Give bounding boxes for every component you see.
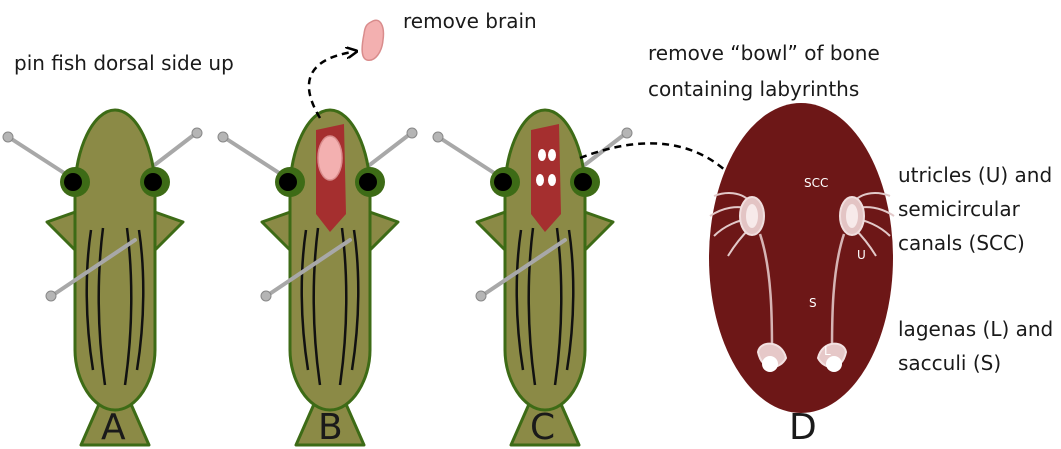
panel-label-a: A — [101, 408, 126, 448]
caption-utricles-line1: utricles (U) and — [898, 162, 1052, 188]
caption-remove-brain: remove brain — [403, 8, 537, 34]
arrow-to-bowl — [580, 143, 742, 188]
caption-pin: pin fish dorsal side up — [14, 50, 234, 76]
caption-lagenas-line1: lagenas (L) and — [898, 316, 1053, 342]
label-s: S — [809, 296, 817, 310]
caption-bowl-line1: remove “bowl” of bone — [648, 40, 880, 66]
panel-label-c: C — [530, 408, 555, 448]
label-u: U — [857, 248, 866, 262]
caption-bowl-line2: containing labyrinths — [648, 76, 859, 102]
caption-utricles-line3: canals (SCC) — [898, 230, 1025, 256]
opened-skull-c — [531, 124, 561, 232]
arrow-to-brain — [309, 52, 352, 118]
fish-a — [3, 110, 202, 445]
label-l: L — [824, 344, 831, 358]
label-scc: SCC — [804, 176, 828, 190]
brain-in-skull — [318, 136, 342, 180]
caption-lagenas-line2: sacculi (S) — [898, 350, 1001, 376]
panel-label-b: B — [318, 408, 343, 448]
removed-brain — [362, 20, 383, 60]
caption-utricles-line2: semicircular — [898, 196, 1020, 222]
panel-label-d: D — [789, 408, 817, 448]
